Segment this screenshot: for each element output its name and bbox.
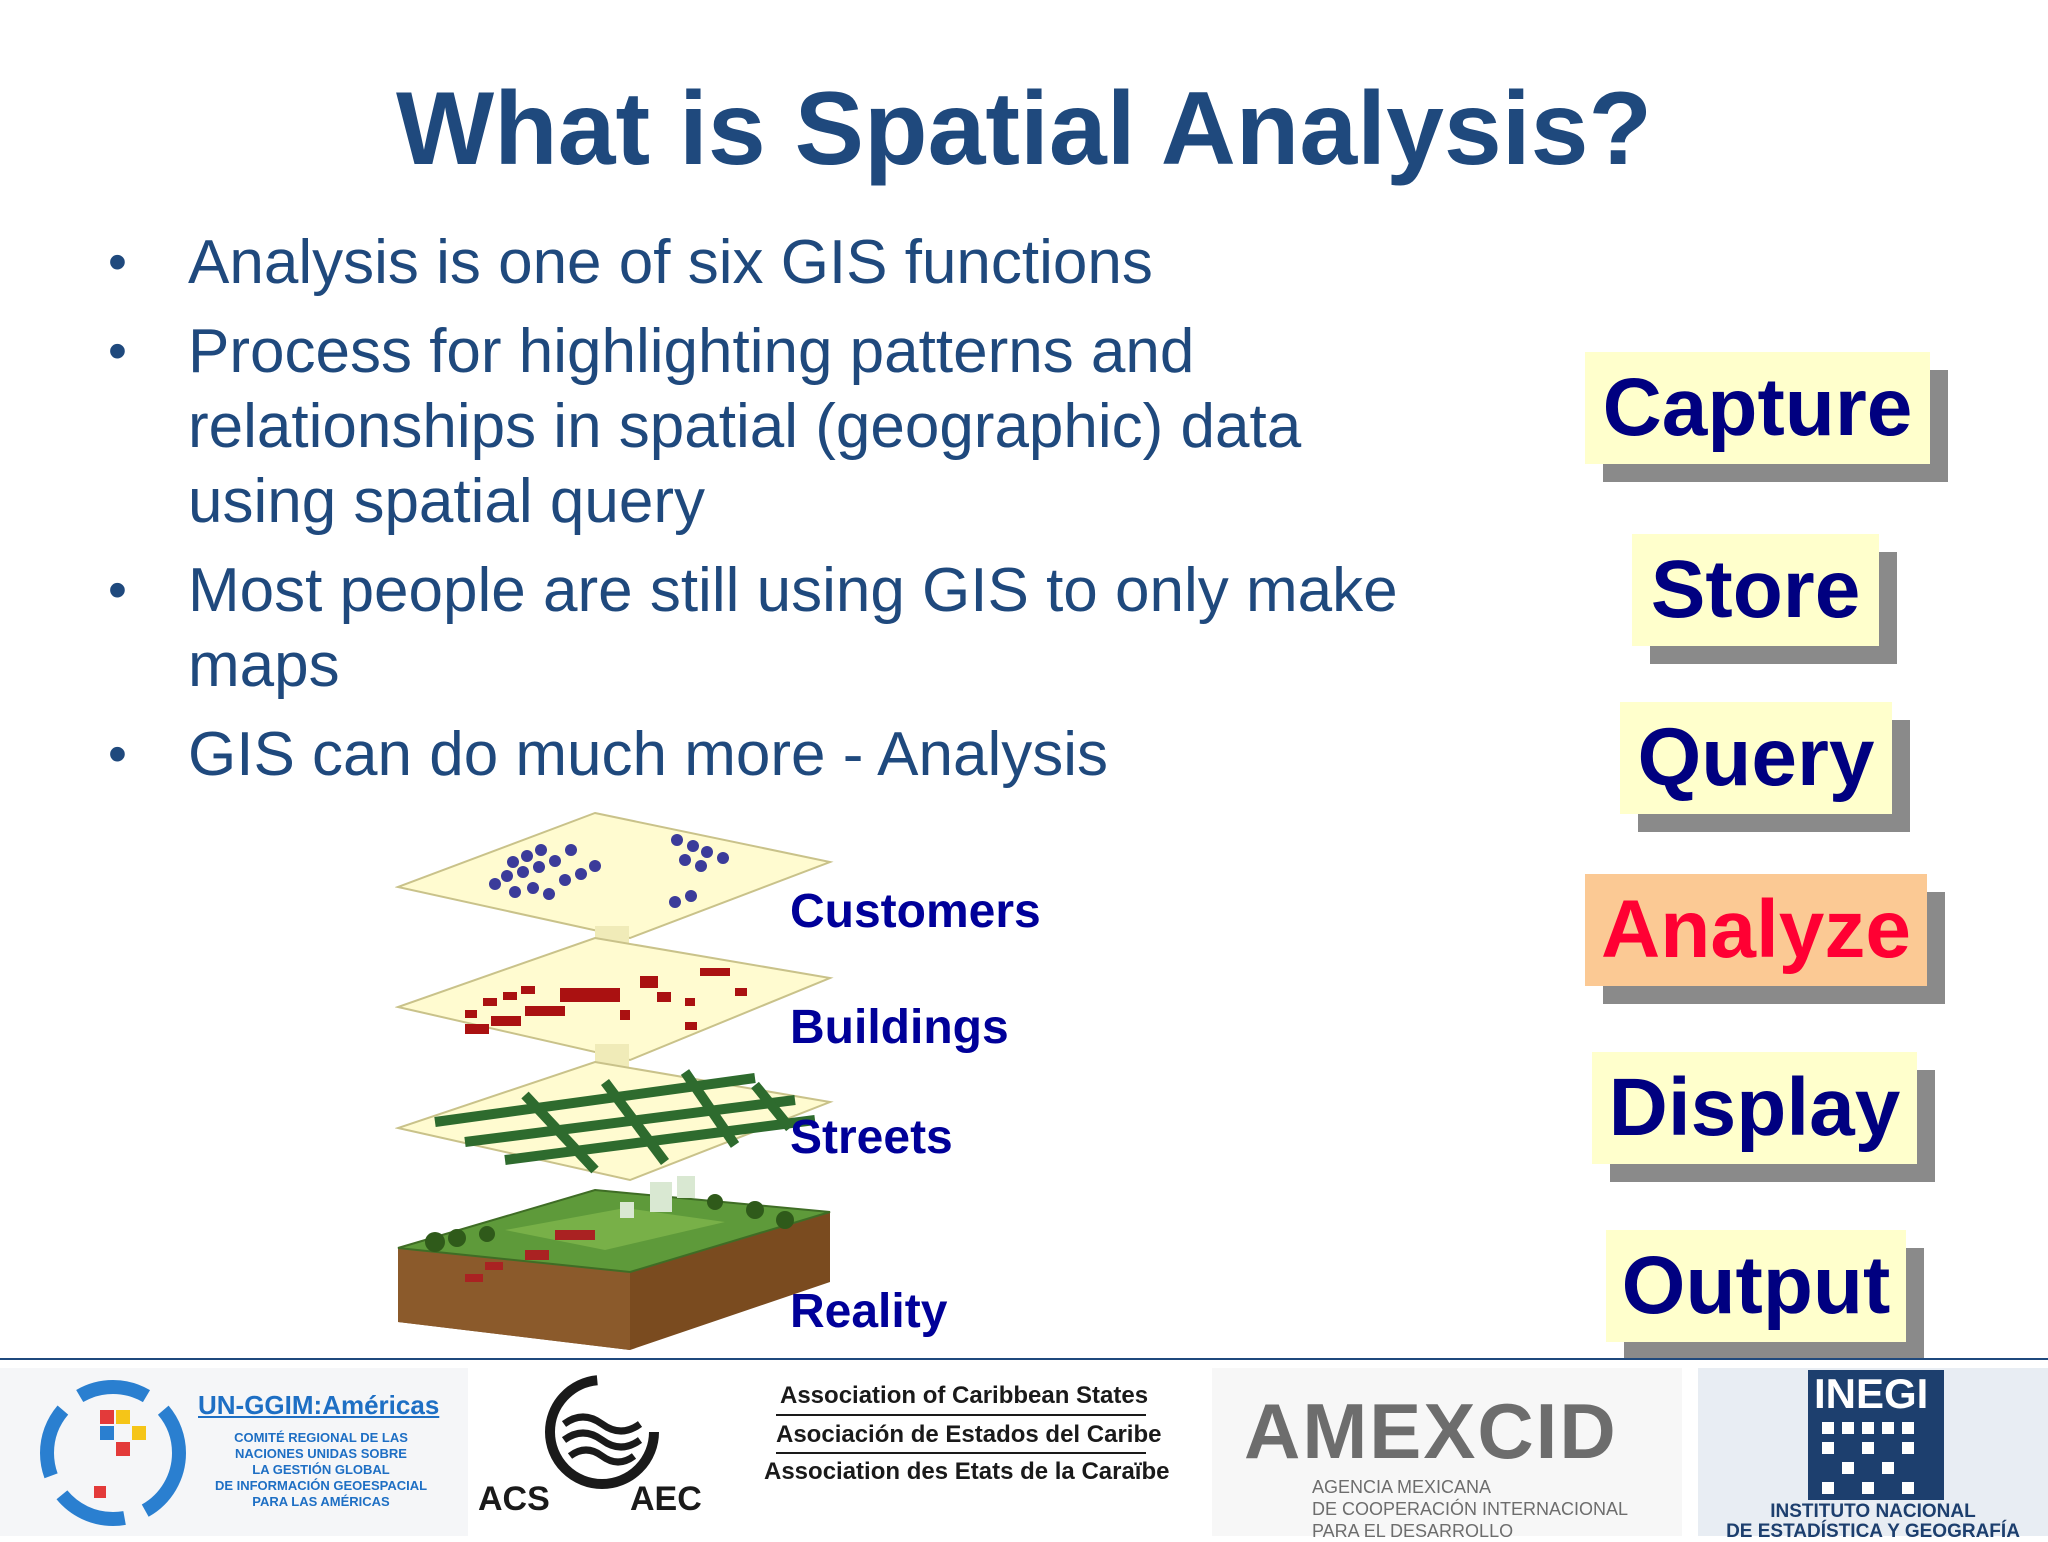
caribbean-name-es: Asociación de Estados del Caribe — [776, 1421, 1162, 1448]
inegi-grid-icon — [1822, 1422, 1914, 1494]
customer-points — [489, 834, 729, 908]
bullet-dot: • — [108, 321, 127, 381]
bullet-dot: • — [108, 560, 127, 620]
query-box: Query — [1620, 702, 1892, 814]
bullet-text: Analysis is one of six GIS functions — [188, 228, 1153, 297]
unggim-line: DE INFORMACIÓN GEOESPACIAL — [214, 1478, 428, 1493]
unggim-emblem-icon — [40, 1380, 186, 1526]
streets-label: Streets — [790, 1111, 953, 1164]
inegi-line: INSTITUTO NACIONAL — [1770, 1501, 1976, 1522]
amexcid-line: PARA EL DESARROLLO — [1312, 1521, 1514, 1541]
reality-towers — [620, 1176, 695, 1218]
reality-buildings — [465, 1230, 595, 1282]
footer-divider — [0, 1358, 2048, 1360]
bullet-dot: • — [108, 232, 127, 292]
bullet-item: • Most people are still using GIS to onl… — [108, 553, 1548, 703]
amexcid-line: DE COOPERACIÓN INTERNACIONAL — [1312, 1499, 1629, 1519]
caribbean-name-fr: Association des Etats de la Caraïbe — [764, 1458, 1170, 1485]
bullet-list: • Analysis is one of six GIS functions •… — [108, 225, 1548, 806]
caribbean-rule — [776, 1452, 1146, 1454]
buildings-label: Buildings — [790, 1001, 1009, 1054]
unggim-line: PARA LAS AMÉRICAS — [252, 1494, 390, 1509]
buildings-layer — [395, 936, 834, 1068]
reality-layer — [397, 1176, 831, 1350]
store-box: Store — [1632, 534, 1879, 646]
acs-label: ACS — [478, 1480, 550, 1518]
display-box: Display — [1592, 1052, 1917, 1164]
streets-layer — [395, 1060, 834, 1182]
inegi-logo: INEGI INSTITUTO NACIONAL DE ESTADÍSTICA … — [1698, 1368, 2048, 1542]
analyze-box: Analyze — [1585, 874, 1927, 986]
inegi-name: INEGI — [1814, 1370, 1929, 1417]
acs-logo: ACS AEC — [470, 1368, 732, 1536]
street-lines — [434, 1069, 816, 1174]
bullet-line: Process for highlighting patterns and — [188, 317, 1195, 386]
reality-label: Reality — [790, 1285, 948, 1338]
bullet-line: maps — [188, 631, 340, 700]
unggim-subtitle: COMITÉ REGIONAL DE LAS NACIONES UNIDAS S… — [196, 1430, 446, 1510]
slide-title: What is Spatial Analysis? — [395, 71, 1653, 187]
unggim-line: LA GESTIÓN GLOBAL — [252, 1462, 390, 1477]
output-box: Output — [1606, 1230, 1906, 1342]
unggim-line: NACIONES UNIDAS SOBRE — [235, 1446, 407, 1461]
amexcid-line: AGENCIA MEXICANA — [1312, 1477, 1492, 1497]
reality-trees — [425, 1194, 794, 1252]
acs-wave-emblem-icon — [545, 1375, 659, 1489]
gis-layers-illustration — [395, 811, 834, 1350]
bullet-line: relationships in spatial (geographic) da… — [188, 392, 1302, 461]
unggim-name: UN-GGIM:Américas — [198, 1390, 440, 1420]
aec-label: AEC — [630, 1480, 702, 1518]
amexcid-subtitle: AGENCIA MEXICANA DE COOPERACIÓN INTERNAC… — [1312, 1476, 1628, 1542]
building-footprints — [465, 968, 747, 1034]
customers-layer — [395, 811, 834, 946]
unggim-logo: UN-GGIM:Américas COMITÉ REGIONAL DE LAS … — [0, 1368, 468, 1536]
inegi-subtitle: INSTITUTO NACIONAL DE ESTADÍSTICA Y GEOG… — [1698, 1502, 2048, 1542]
amexcid-logo: AMEXCID AGENCIA MEXICANA DE COOPERACIÓN … — [1212, 1368, 1682, 1541]
unggim-line: COMITÉ REGIONAL DE LAS — [234, 1430, 408, 1445]
caribbean-rule — [776, 1414, 1146, 1416]
capture-box: Capture — [1585, 352, 1930, 464]
customers-label: Customers — [790, 885, 1041, 938]
bullet-item: • Process for highlighting patterns and … — [108, 314, 1548, 539]
caribbean-name-en: Association of Caribbean States — [780, 1382, 1149, 1409]
caribbean-association: Association of Caribbean States Asociaci… — [752, 1368, 1172, 1536]
bullet-item: • GIS can do much more - Analysis — [108, 717, 1548, 792]
bullet-line: Most people are still using GIS to only … — [188, 556, 1398, 625]
amexcid-name: AMEXCID — [1244, 1387, 1618, 1475]
bullet-line: using spatial query — [188, 467, 705, 536]
bullet-dot: • — [108, 724, 127, 784]
inegi-line: DE ESTADÍSTICA Y GEOGRAFÍA — [1726, 1521, 2020, 1542]
inegi-emblem: INEGI — [1808, 1370, 1944, 1500]
bullet-item: • Analysis is one of six GIS functions — [108, 225, 1548, 300]
bullet-text: GIS can do much more - Analysis — [188, 720, 1109, 789]
